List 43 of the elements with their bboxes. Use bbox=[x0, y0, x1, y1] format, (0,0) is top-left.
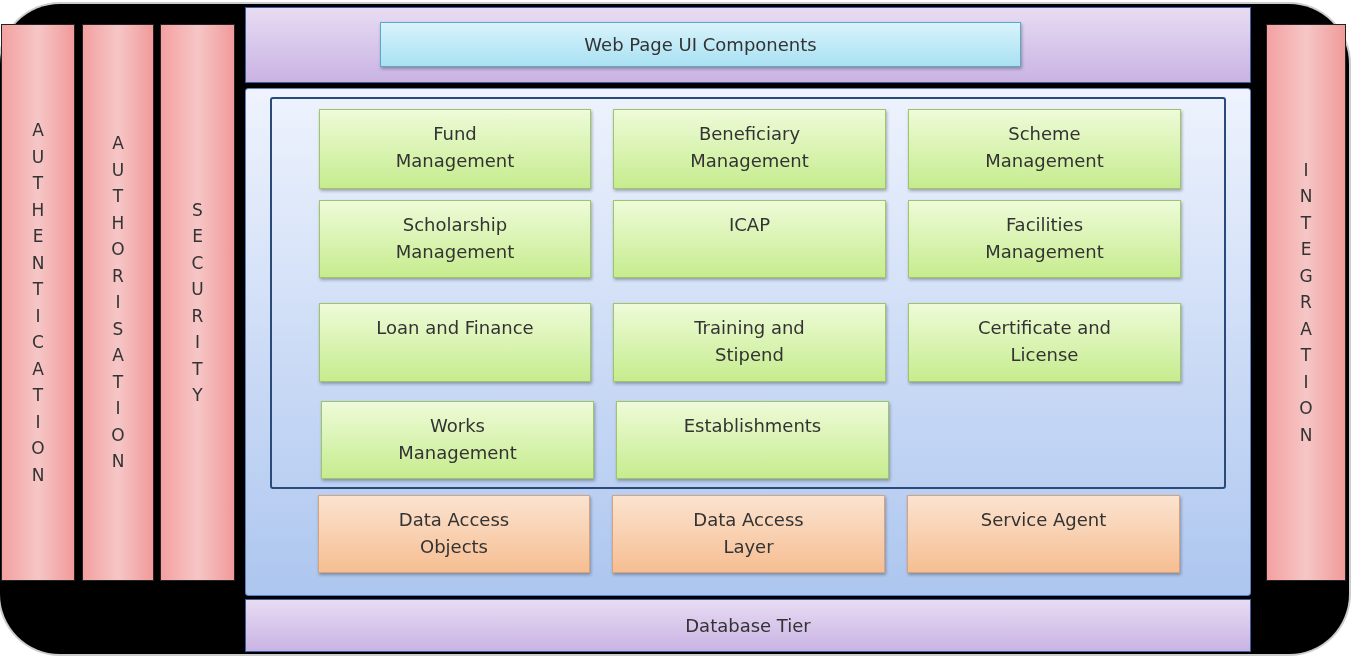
panel-box bbox=[245, 88, 1251, 596]
box-label: Fund Management bbox=[394, 122, 516, 173]
module-box bbox=[319, 303, 591, 382]
module-box bbox=[321, 401, 594, 479]
side-column bbox=[1, 24, 75, 581]
box-label: Database Tier bbox=[684, 614, 812, 638]
box-label: Training and Stipend bbox=[693, 316, 806, 367]
data-box bbox=[318, 495, 590, 573]
module-box bbox=[613, 200, 886, 278]
module-box bbox=[319, 109, 591, 189]
layer-band bbox=[245, 599, 1251, 652]
module-box bbox=[319, 200, 591, 278]
box-label: Service Agent bbox=[979, 508, 1108, 532]
data-box bbox=[612, 495, 885, 573]
column-label: SECURITY bbox=[190, 198, 205, 407]
ui-box bbox=[380, 22, 1021, 67]
box-label: Facilities Management bbox=[984, 213, 1105, 264]
box-label: Works Management bbox=[397, 414, 518, 465]
side-column bbox=[1266, 24, 1346, 581]
module-box bbox=[616, 401, 889, 479]
box-label: Data Access Objects bbox=[397, 508, 511, 559]
box-label: Web Page UI Components bbox=[583, 33, 818, 57]
box-label: Scholarship Management bbox=[394, 213, 516, 264]
box-label: Establishments bbox=[682, 414, 823, 438]
module-box bbox=[613, 303, 886, 382]
module-box bbox=[908, 303, 1181, 382]
data-box bbox=[907, 495, 1180, 573]
panel-box bbox=[270, 97, 1226, 489]
column-label: AUTHENTICATION bbox=[31, 119, 45, 487]
module-box bbox=[908, 200, 1181, 278]
box-label: Certificate and License bbox=[976, 316, 1113, 367]
box-label: ICAP bbox=[727, 213, 771, 237]
column-label: INTEGRATION bbox=[1299, 158, 1313, 447]
box-label: Scheme Management bbox=[984, 122, 1105, 173]
side-column bbox=[160, 24, 235, 581]
box-label: Beneficiary Management bbox=[689, 122, 810, 173]
box-label: Data Access Layer bbox=[692, 508, 805, 559]
side-column bbox=[82, 24, 154, 581]
module-box bbox=[613, 109, 886, 189]
column-label: AUTHORISATION bbox=[111, 132, 125, 474]
box-label: Loan and Finance bbox=[375, 316, 535, 340]
layer-band bbox=[245, 7, 1251, 83]
module-box bbox=[908, 109, 1181, 189]
